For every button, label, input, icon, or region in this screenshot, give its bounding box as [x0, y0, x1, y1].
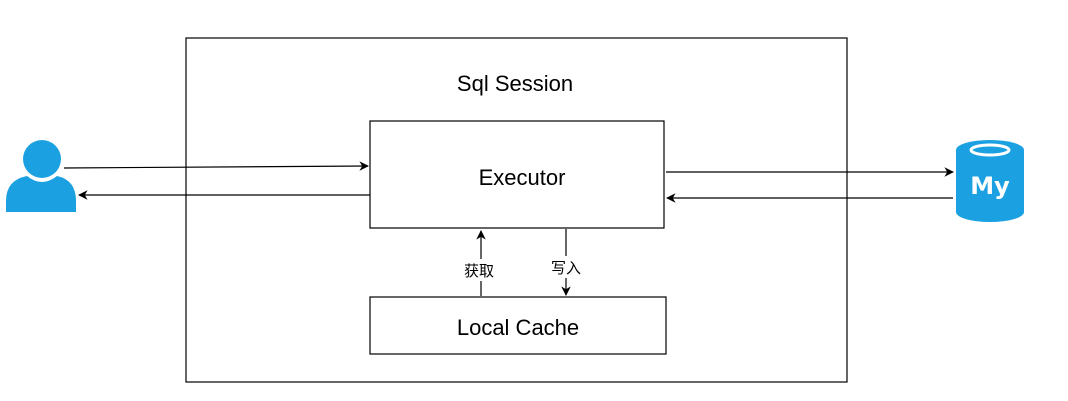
local-cache-box: [369, 296, 667, 355]
mysql-database-icon: My: [956, 140, 1024, 222]
executor-box: [369, 120, 665, 229]
executor-label: Executor: [479, 165, 566, 190]
sql-session-container: [185, 37, 848, 383]
local-cache-label: Local Cache: [457, 315, 579, 340]
sql-session-label: Sql Session: [457, 71, 573, 96]
fetch-label-bg: [459, 259, 499, 281]
write-label-bg: [546, 256, 586, 278]
user-to-executor-arrow: [63, 161, 369, 171]
fetch-label: 获取: [464, 262, 494, 280]
write-label: 写入: [551, 259, 581, 277]
database-icon-label: My: [970, 172, 1010, 200]
user-icon: [6, 140, 76, 212]
